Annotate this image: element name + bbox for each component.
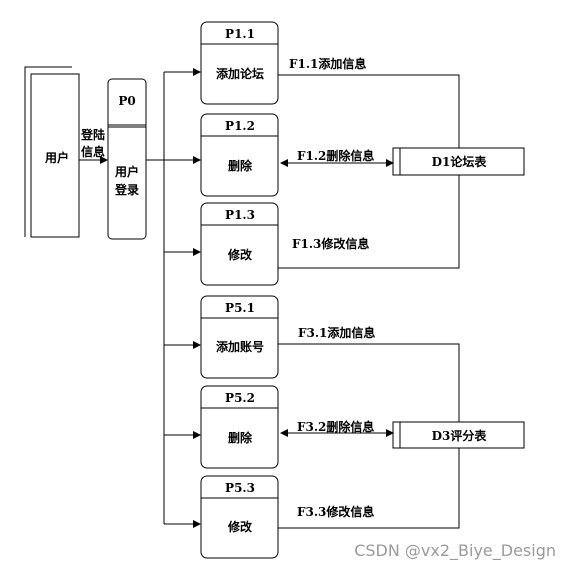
flow-label: F1.1添加信息 — [289, 56, 366, 71]
process-p1-2: P1.2 删除 — [200, 113, 279, 197]
flow-label: F1.2删除信息 — [297, 148, 374, 163]
process-p5-2: P5.2 删除 — [200, 385, 279, 469]
process-p5-1: P5.1 添加账号 — [200, 295, 279, 379]
process-id: P1.2 — [225, 119, 255, 133]
process-name: 添加论坛 — [216, 66, 264, 81]
login-flow-label-1: 登陆 — [80, 127, 105, 142]
process-id: P1.3 — [225, 208, 255, 222]
process-p0-id: P0 — [118, 94, 135, 108]
process-name: 修改 — [227, 519, 253, 534]
process-name: 修改 — [227, 247, 253, 262]
flow-label: F3.2删除信息 — [297, 419, 374, 434]
process-p1-1: P1.1 添加论坛 — [200, 21, 279, 105]
process-name: 删除 — [228, 430, 253, 445]
login-flow: 登陆 信息 — [79, 127, 108, 164]
process-p0-name-1: 用户 — [114, 164, 139, 179]
user-entity: 用户 — [24, 66, 80, 238]
process-p0: P0 用户 登录 — [107, 78, 147, 240]
process-id: P5.3 — [225, 481, 255, 495]
branch-connectors — [146, 68, 201, 528]
flow-label: F1.3修改信息 — [292, 236, 369, 251]
data-store-d3: D3评分表 — [392, 421, 525, 449]
process-p5-3: P5.3 修改 — [200, 475, 279, 559]
process-p0-name-2: 登录 — [114, 182, 139, 197]
flows-d1: F1.1添加信息 F1.2删除信息 F1.3修改信息 — [278, 56, 460, 269]
process-id: P1.1 — [225, 27, 255, 41]
flows-d3: F3.1添加信息 F3.2删除信息 F3.3修改信息 — [278, 325, 460, 529]
login-flow-label-2: 信息 — [81, 144, 105, 159]
process-name: 添加账号 — [216, 339, 264, 354]
data-store-d1: D1论坛表 — [392, 147, 525, 176]
flow-label: F3.1添加信息 — [298, 325, 375, 340]
process-name: 删除 — [228, 158, 253, 173]
data-store-label: D3评分表 — [432, 428, 488, 443]
flow-label: F3.3修改信息 — [297, 504, 374, 519]
process-id: P5.1 — [225, 301, 255, 315]
data-store-label: D1论坛表 — [432, 154, 488, 169]
watermark: CSDN @vx2_Biye_Design — [354, 541, 556, 561]
process-p1-3: P1.3 修改 — [200, 202, 279, 286]
user-label: 用户 — [44, 150, 69, 165]
process-id: P5.2 — [225, 391, 255, 405]
